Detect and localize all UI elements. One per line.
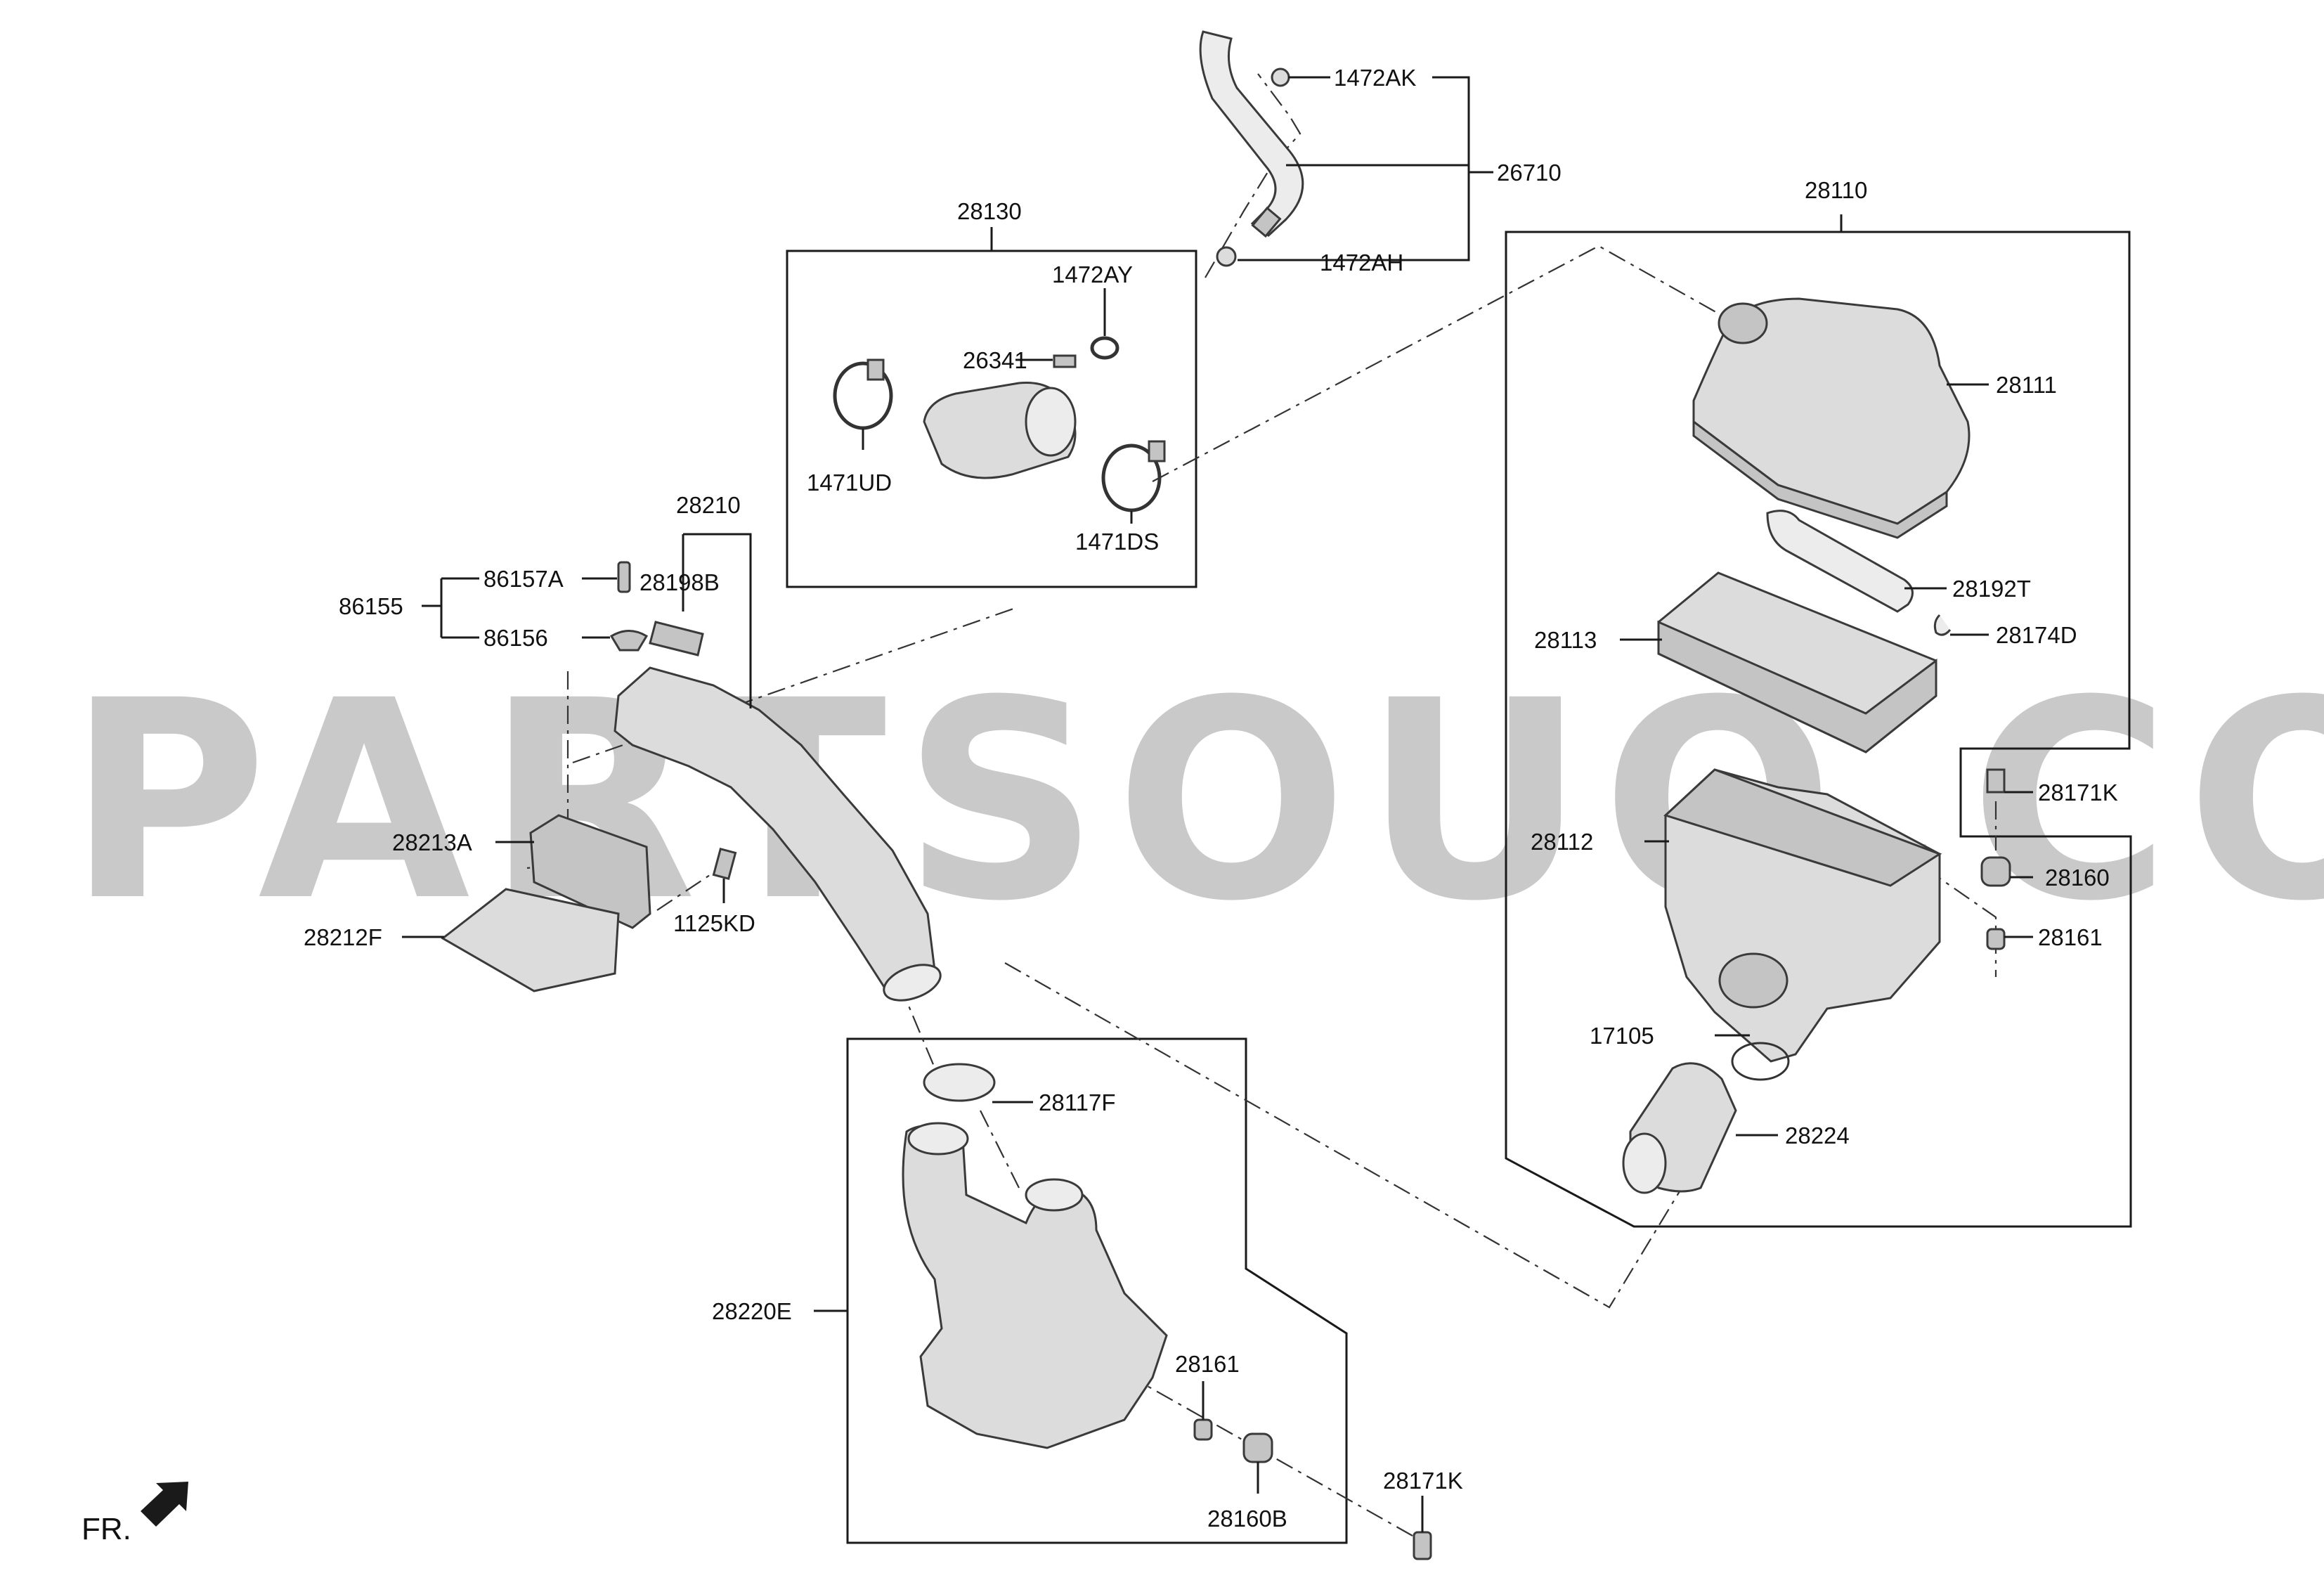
label-28210[interactable]: 28210 xyxy=(676,492,741,518)
bushing-28161-b xyxy=(1193,1418,1213,1441)
front-arrow-icon xyxy=(141,1482,188,1527)
body-outlet xyxy=(1718,952,1789,1009)
label-28198B[interactable]: 28198B xyxy=(640,569,720,595)
label-1472AK[interactable]: 1472AK xyxy=(1334,65,1416,91)
label-28161-a[interactable]: 28161 xyxy=(2038,924,2103,950)
box-28110 xyxy=(1505,231,2132,1228)
dashline-duct-gasket xyxy=(898,983,947,1094)
clip-86156 xyxy=(609,630,649,652)
label-26341[interactable]: 26341 xyxy=(963,347,1027,373)
label-17105[interactable]: 17105 xyxy=(1590,1023,1654,1049)
label-28160[interactable]: 28160 xyxy=(2045,865,2110,891)
filter-side xyxy=(1657,620,1937,753)
label-28160B[interactable]: 28160B xyxy=(1207,1506,1287,1532)
label-28212F[interactable]: 28212F xyxy=(304,924,382,950)
label-28110[interactable]: 28110 xyxy=(1805,177,1867,203)
label-86156[interactable]: 86156 xyxy=(483,625,548,651)
resonator-28220E xyxy=(902,1125,1168,1449)
label-28171K-b[interactable]: 28171K xyxy=(1383,1468,1463,1494)
bushing-28161-a xyxy=(1986,928,2006,950)
dashline-bolt xyxy=(656,874,710,911)
clip-1472AY xyxy=(1090,336,1119,360)
cleaner-cover-28111 xyxy=(1692,297,1971,525)
hose-28192T xyxy=(1766,510,1914,613)
label-1471DS[interactable]: 1471DS xyxy=(1075,529,1159,555)
clamp-1471DS-screw xyxy=(1148,440,1166,462)
dashline-gasket-res xyxy=(980,1110,1020,1189)
label-28130[interactable]: 28130 xyxy=(957,198,1022,224)
resonator-outlet xyxy=(1025,1178,1084,1212)
nipple-26341 xyxy=(1053,354,1077,368)
cover-rim xyxy=(1692,420,1948,539)
leader-28210 xyxy=(683,533,752,708)
seal-17105 xyxy=(1731,1042,1790,1081)
label-28111[interactable]: 28111 xyxy=(1996,372,2057,398)
dashline-box-cover xyxy=(1152,245,1736,482)
label-86155[interactable]: 86155 xyxy=(339,593,403,619)
cover-inlet xyxy=(1718,302,1768,344)
bolt-1125KD xyxy=(712,847,737,881)
clip-1472AH xyxy=(1216,246,1237,267)
label-28161-b[interactable]: 28161 xyxy=(1175,1351,1240,1377)
resonator-inlet xyxy=(907,1122,969,1156)
label-1472AY[interactable]: 1472AY xyxy=(1052,261,1133,287)
label-28171K-a[interactable]: 28171K xyxy=(2038,779,2118,805)
grommet-28160B xyxy=(1242,1432,1273,1463)
body-rim xyxy=(1663,768,1942,887)
label-28192T[interactable]: 28192T xyxy=(1952,576,2031,602)
bracket-28213A xyxy=(529,814,651,929)
leader-26710 xyxy=(1286,164,1470,172)
duct-28210-mouth xyxy=(883,964,942,1002)
box-28220E xyxy=(846,1037,1348,1544)
dashline-resonator-box xyxy=(1004,962,1680,1309)
clip-1472AK xyxy=(1271,67,1290,87)
hose-end xyxy=(1251,206,1282,238)
leader-86155 xyxy=(422,577,479,639)
clip-28174D xyxy=(1933,614,1952,636)
label-1125KD[interactable]: 1125KD xyxy=(673,910,755,936)
label-28112[interactable]: 28112 xyxy=(1531,829,1593,855)
label-28220E[interactable]: 28220E xyxy=(712,1298,792,1324)
clamp-1471UD xyxy=(833,361,893,430)
gasket-28117F xyxy=(923,1063,996,1102)
label-28174D[interactable]: 28174D xyxy=(1996,622,2077,648)
clip-86157A xyxy=(617,561,631,593)
label-1472AH[interactable]: 1472AH xyxy=(1320,250,1403,276)
clamp-1471UD-screw xyxy=(866,358,885,381)
label-26710[interactable]: 26710 xyxy=(1497,160,1562,186)
bolt-28171K-b xyxy=(1413,1531,1432,1560)
label-28213A[interactable]: 28213A xyxy=(392,829,472,855)
breather-hose xyxy=(1199,30,1304,237)
clamp-1471DS xyxy=(1101,444,1162,512)
plate-28212F xyxy=(441,888,620,992)
label-28117F[interactable]: 28117F xyxy=(1039,1089,1115,1115)
bolt-28171K-a xyxy=(1986,768,2006,794)
label-28198B xyxy=(649,621,704,656)
front-direction-label: FR. xyxy=(82,1512,131,1546)
watermark-text: PARTSOUQ.COM xyxy=(67,642,2324,961)
label-28224[interactable]: 28224 xyxy=(1785,1122,1850,1148)
air-hose-mouth xyxy=(1025,387,1077,457)
grommet-28160 xyxy=(1980,856,2011,887)
duct-28224-mouth xyxy=(1622,1132,1667,1194)
label-86157A[interactable]: 86157A xyxy=(483,566,564,592)
label-28113[interactable]: 28113 xyxy=(1534,627,1597,653)
label-1471UD[interactable]: 1471UD xyxy=(807,470,892,496)
